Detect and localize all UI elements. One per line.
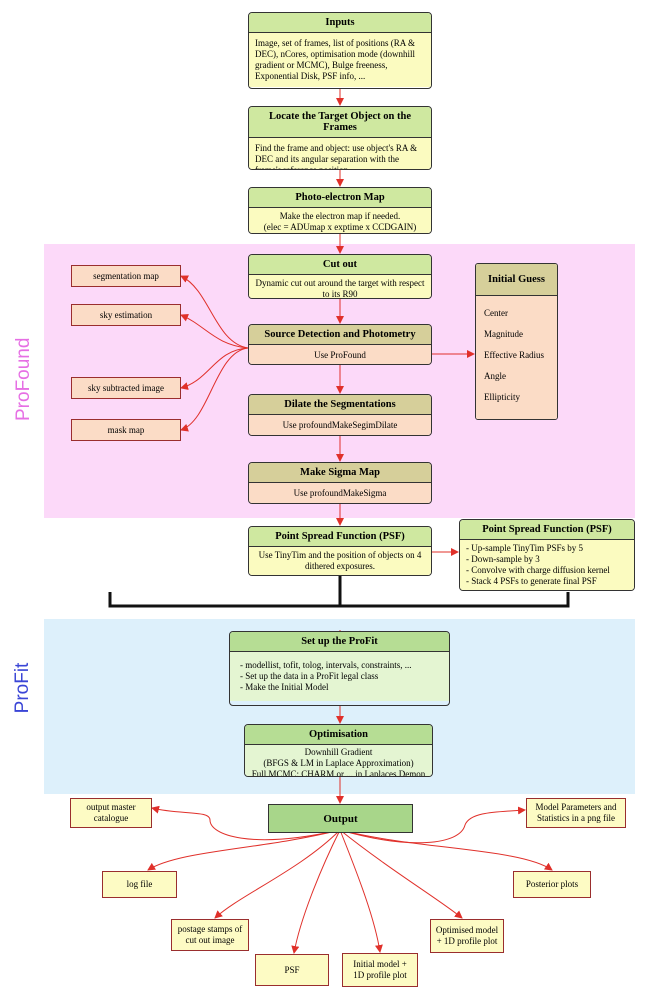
- arrow-to-stamps: [214, 829, 341, 919]
- arrow-to-sky: [180, 314, 249, 349]
- psf-detail-body: - Up-sample TinyTim PSFs by 5 - Down-sam…: [460, 540, 634, 590]
- arrow-to-segmap: [180, 275, 249, 349]
- psf-detail-title: Point Spread Function (PSF): [460, 520, 634, 540]
- postage-stamps-box: postage stamps of cut out image: [171, 919, 249, 951]
- merge-bar: [108, 576, 570, 608]
- initial-guess-box: Initial Guess Center Magnitude Effective…: [475, 263, 558, 420]
- dilate-box: Dilate the Segmentations Use profoundMak…: [248, 394, 432, 436]
- guess-item: Angle: [484, 371, 506, 381]
- segmentation-map-box: segmentation map: [71, 265, 181, 287]
- arrow-to-skysub: [180, 347, 249, 390]
- arrow-to-posterior: [339, 829, 553, 871]
- psf-box: Point Spread Function (PSF) Use TinyTim …: [248, 526, 432, 576]
- arrow-to-psf-out: [291, 829, 341, 954]
- output-title: Output: [323, 812, 358, 825]
- optimisation-body: Downhill Gradient (BFGS & LM in Laplace …: [245, 745, 432, 777]
- photo-electron-line1: Make the electron map if needed.: [279, 211, 401, 221]
- dilate-title: Dilate the Segmentations: [249, 395, 431, 415]
- photo-electron-box: Photo-electron Map Make the electron map…: [248, 187, 432, 234]
- optim-line: Full MCMC: CHARM or ... in Laplaces Demo…: [251, 769, 426, 777]
- optim-line: (BFGS & LM in Laplace Approximation): [263, 758, 414, 768]
- output-box: Output: [268, 804, 413, 833]
- guess-item: Ellipticity: [484, 392, 520, 402]
- arrow-to-master: [151, 805, 341, 841]
- locate-body: Find the frame and object: use object's …: [249, 138, 431, 169]
- psf-body: Use TinyTim and the position of objects …: [249, 547, 431, 575]
- psf-detail-item: - Down-sample by 3: [466, 554, 540, 564]
- sigma-title: Make Sigma Map: [249, 463, 431, 483]
- locate-box: Locate the Target Object on the Frames F…: [248, 106, 432, 170]
- setup-profit-title: Set up the ProFit: [230, 632, 449, 652]
- optim-line: Downhill Gradient: [304, 747, 373, 757]
- psf-detail-item: - Stack 4 PSFs to generate final PSF: [466, 576, 597, 586]
- initial-model-box: Initial model + 1D profile plot: [342, 953, 418, 987]
- setup-profit-box: Set up the ProFit - modellist, tofit, to…: [229, 631, 450, 706]
- photo-electron-title: Photo-electron Map: [249, 188, 431, 208]
- guess-item: Effective Radius: [484, 350, 545, 360]
- arrow-to-mask: [180, 347, 249, 432]
- psf-title: Point Spread Function (PSF): [249, 527, 431, 547]
- arrow-to-log: [147, 829, 341, 871]
- model-params-box: Model Parameters and Statistics in a png…: [526, 798, 626, 828]
- mask-map-box: mask map: [71, 419, 181, 441]
- dilate-body: Use profoundMakeSegimDilate: [249, 415, 431, 435]
- psf-detail-box: Point Spread Function (PSF) - Up-sample …: [459, 519, 635, 591]
- source-detection-box: Source Detection and Photometry Use ProF…: [248, 324, 432, 365]
- initial-guess-body: Center Magnitude Effective Radius Angle …: [476, 296, 557, 419]
- guess-item: Center: [484, 308, 508, 318]
- source-detection-body: Use ProFound: [249, 345, 431, 364]
- sky-estimation-box: sky estimation: [71, 304, 181, 326]
- optimised-model-box: Optimised model + 1D profile plot: [430, 919, 504, 953]
- guess-item: Magnitude: [484, 329, 523, 339]
- sky-subtracted-box: sky subtracted image: [71, 377, 181, 399]
- sigma-body: Use profoundMakeSigma: [249, 483, 431, 503]
- setup-item: - Make the Initial Model: [240, 682, 329, 692]
- sigma-box: Make Sigma Map Use profoundMakeSigma: [248, 462, 432, 504]
- setup-profit-body: - modellist, tofit, tolog, intervals, co…: [230, 652, 449, 701]
- cutout-box: Cut out Dynamic cut out around the targe…: [248, 254, 432, 299]
- arrow-to-model-params: [339, 806, 526, 844]
- psf-output-box: PSF: [255, 954, 329, 986]
- arrow-to-optimised: [339, 829, 463, 919]
- photo-electron-line2: (elec = ADUmap x exptime x CCDGAIN): [263, 222, 417, 232]
- setup-item: - modellist, tofit, tolog, intervals, co…: [240, 660, 412, 670]
- initial-guess-title: Initial Guess: [476, 264, 557, 296]
- cutout-title: Cut out: [249, 255, 431, 275]
- posterior-plots-box: Posterior plots: [513, 871, 591, 898]
- inputs-box: Inputs Image, set of frames, list of pos…: [248, 12, 432, 89]
- locate-title: Locate the Target Object on the Frames: [249, 107, 431, 138]
- optimisation-box: Optimisation Downhill Gradient (BFGS & L…: [244, 724, 433, 777]
- psf-detail-item: - Convolve with charge diffusion kernel: [466, 565, 610, 575]
- optimisation-title: Optimisation: [245, 725, 432, 745]
- source-detection-title: Source Detection and Photometry: [249, 325, 431, 345]
- photo-electron-body: Make the electron map if needed. (elec =…: [249, 208, 431, 233]
- inputs-body: Image, set of frames, list of positions …: [249, 33, 431, 87]
- output-master-box: output master catalogue: [70, 798, 152, 828]
- inputs-title: Inputs: [249, 13, 431, 33]
- cutout-body: Dynamic cut out around the target with r…: [249, 275, 431, 298]
- log-file-box: log file: [102, 871, 177, 898]
- psf-detail-item: - Up-sample TinyTim PSFs by 5: [466, 543, 583, 553]
- setup-item: - Set up the data in a ProFit legal clas…: [240, 671, 379, 681]
- arrow-to-initial: [339, 829, 383, 953]
